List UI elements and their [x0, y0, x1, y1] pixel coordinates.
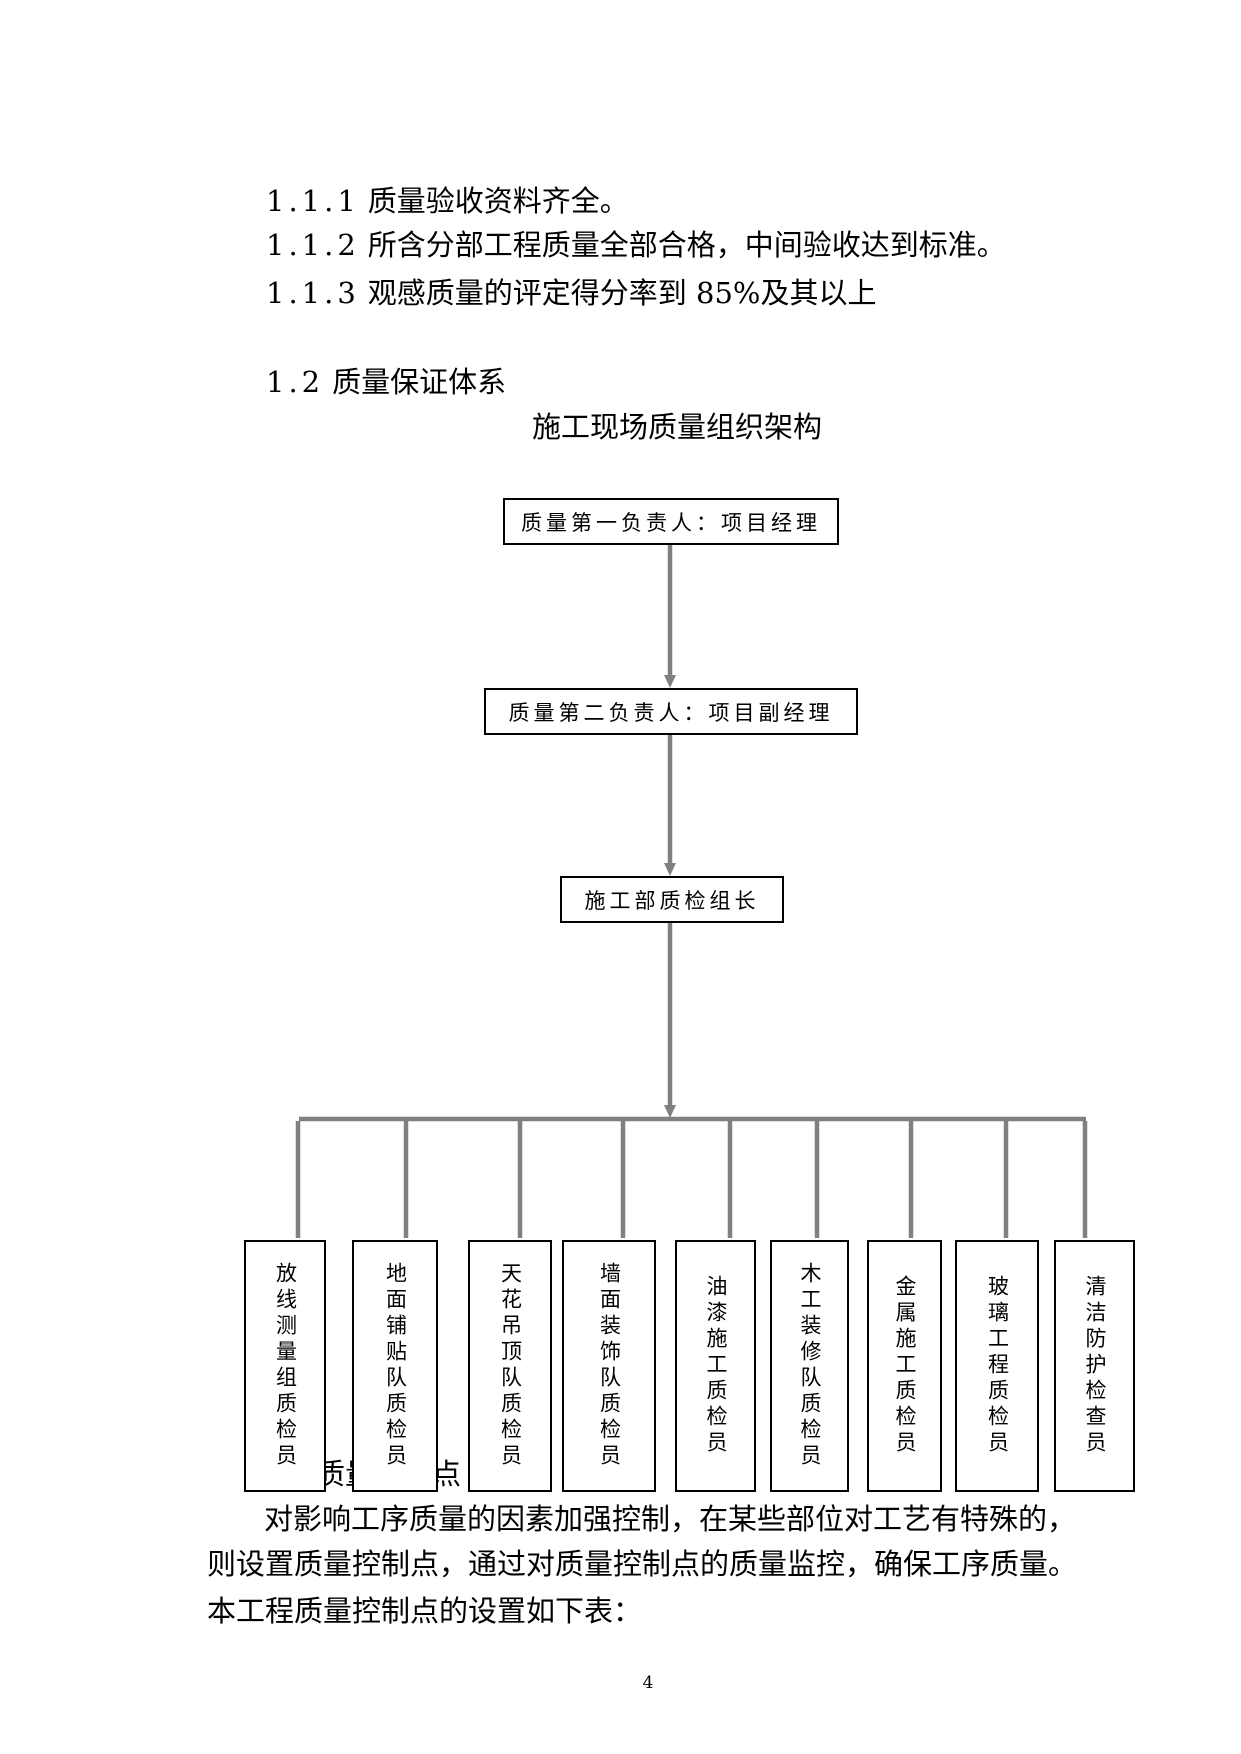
- org-node-inspector: 油漆施工质检员: [675, 1240, 756, 1492]
- org-node-inspector: 金属施工质检员: [867, 1240, 942, 1492]
- org-node-label: 质量第二负责人：项目副经理: [508, 700, 834, 725]
- item-number: 1.1.3: [266, 276, 360, 310]
- inspector-label: 油漆施工质检员: [704, 1275, 728, 1457]
- inspector-label: 金属施工质检员: [893, 1275, 917, 1457]
- item-text: 观感质量的评定得分率到 85%及其以上: [367, 276, 877, 310]
- inspector-label: 玻璃工程质检员: [985, 1275, 1010, 1457]
- org-node-inspector: 木工装修队质检员: [770, 1240, 849, 1492]
- paragraph-line: 对影响工序质量的因素加强控制，在某些部位对工艺有特殊的，: [264, 1502, 1077, 1536]
- org-node-inspector: 地面铺贴队质检员: [352, 1240, 438, 1492]
- section-number: 1.2: [266, 365, 325, 399]
- item-number: 1.1.1: [266, 184, 360, 218]
- page-number: 4: [642, 1673, 654, 1693]
- inspector-label: 木工装修队质检员: [798, 1262, 822, 1470]
- inspector-label: 墙面装饰队质检员: [597, 1262, 622, 1470]
- org-node-label: 质量第一负责人：项目经理: [521, 510, 821, 535]
- inspector-label: 清洁防护检查员: [1083, 1275, 1107, 1457]
- arrowhead: [664, 675, 676, 688]
- inspector-label: 地面铺贴队质检员: [383, 1262, 408, 1470]
- inspector-label: 天花吊顶队质检员: [498, 1262, 523, 1470]
- item-text: 所含分部工程质量全部合格，中间验收达到标准。: [367, 228, 1006, 262]
- org-node-inspector: 清洁防护检查员: [1054, 1240, 1135, 1492]
- org-node-inspector: 墙面装饰队质检员: [562, 1240, 656, 1492]
- paragraph-line: 则设置质量控制点，通过对质量控制点的质量监控，确保工序质量。: [207, 1547, 1078, 1581]
- org-node-level1: 质量第一负责人：项目经理: [503, 498, 839, 545]
- paragraph-line: 本工程质量控制点的设置如下表：: [207, 1594, 643, 1628]
- item-text: 质量验收资料齐全。: [367, 184, 629, 218]
- item-number: 1.1.2: [266, 228, 360, 262]
- org-node-inspector: 天花吊顶队质检员: [468, 1240, 552, 1492]
- inspector-label: 放线测量组质检员: [273, 1262, 298, 1470]
- section-title: 质量保证体系: [332, 365, 507, 399]
- arrowhead: [664, 1105, 676, 1118]
- org-node-level3: 施工部质检组长: [560, 876, 784, 923]
- org-node-level2: 质量第二负责人：项目副经理: [484, 688, 858, 735]
- org-node-inspector: 放线测量组质检员: [244, 1240, 326, 1492]
- org-chart-title: 施工现场质量组织架构: [531, 410, 822, 444]
- org-node-inspector: 玻璃工程质检员: [955, 1240, 1039, 1492]
- arrowhead: [664, 863, 676, 876]
- org-node-label: 施工部质检组长: [584, 888, 760, 913]
